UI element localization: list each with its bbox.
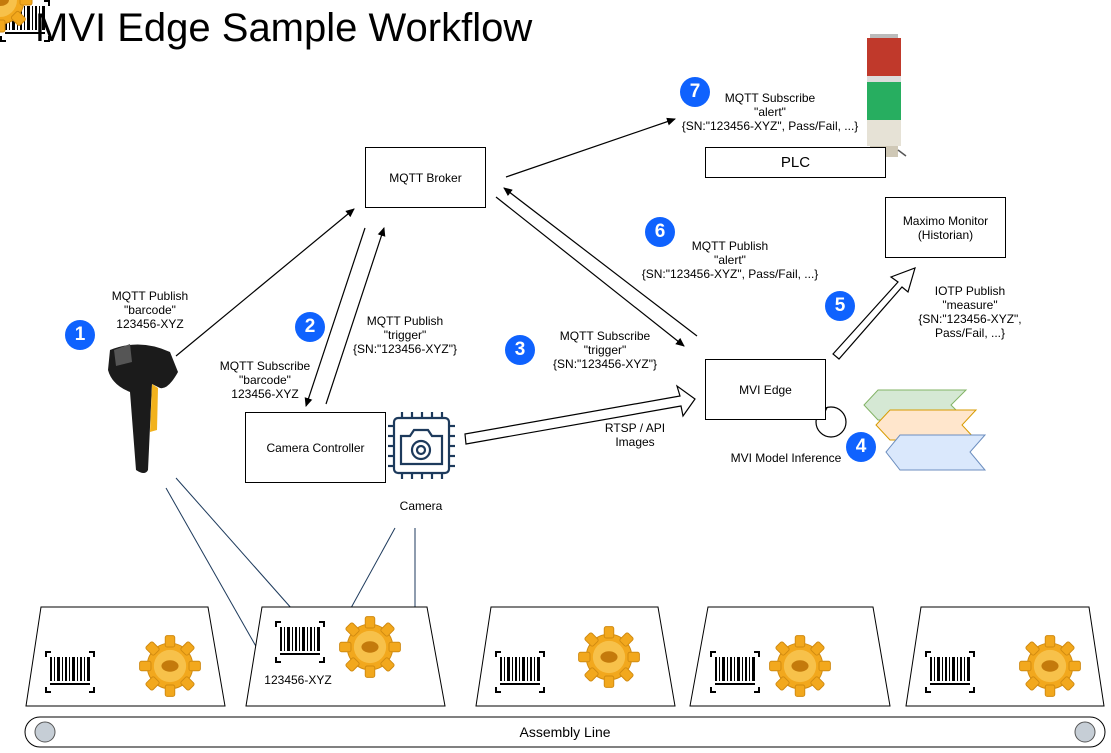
camera-controller-node[interactable]: Camera Controller xyxy=(245,412,386,483)
leader-camera-1 xyxy=(345,527,396,618)
camera-icon xyxy=(388,412,455,479)
gear-icon xyxy=(0,0,33,33)
signal-tower-icon xyxy=(867,34,907,157)
step-badge-3: 3 xyxy=(505,335,535,365)
mvi-edge-node[interactable]: MVI Edge xyxy=(705,359,826,420)
tray-1 xyxy=(25,606,226,707)
label-mvi-model-inference: MVI Model Inference xyxy=(730,451,842,465)
label-camera: Camera xyxy=(399,499,443,513)
roller-icon xyxy=(1074,721,1096,743)
mqtt-broker-node[interactable]: MQTT Broker xyxy=(365,147,486,208)
tray-3 xyxy=(475,606,676,707)
step-badge-2: 2 xyxy=(295,312,325,342)
gear-icon-group xyxy=(0,0,1081,697)
label-assembly-line: Assembly Line xyxy=(519,724,611,740)
step-badge-6: 6 xyxy=(645,217,675,247)
model-stack-icon xyxy=(863,389,987,471)
barcode-scanner-icon xyxy=(108,344,178,473)
label-rtsp-api-images: RTSP / API Images xyxy=(604,421,666,449)
arrow-mvi-to-broker xyxy=(503,187,698,337)
block-arrow-rtsp xyxy=(464,384,696,445)
step-badge-5: 5 xyxy=(825,291,855,321)
leader-scanner-2 xyxy=(165,487,267,665)
tray-5 xyxy=(905,606,1105,707)
plc-node[interactable]: PLC xyxy=(705,147,886,178)
maximo-monitor-node[interactable]: Maximo Monitor (Historian) xyxy=(885,197,1006,258)
label-serial-number: 123456-XYZ xyxy=(264,673,332,687)
conveyor-belt xyxy=(24,716,1106,748)
label-mqtt-subscribe-trigger: MQTT Subscribe "trigger" {SN:"123456-XYZ… xyxy=(553,329,657,371)
label-mqtt-subscribe-alert: MQTT Subscribe "alert" {SN:"123456-XYZ",… xyxy=(681,91,859,133)
label-mqtt-publish-trigger: MQTT Publish "trigger" {SN:"123456-XYZ"} xyxy=(353,314,457,356)
label-iotp-publish-measure: IOTP Publish "measure" {SN:"123456-XYZ",… xyxy=(918,284,1022,340)
step-badge-7: 7 xyxy=(680,77,710,107)
page-title: MVI Edge Sample Workflow xyxy=(35,6,533,50)
step-badge-1: 1 xyxy=(65,320,95,350)
roller-icon xyxy=(34,721,56,743)
arrow-controller-to-broker xyxy=(325,227,386,405)
label-mqtt-publish-alert: MQTT Publish "alert" {SN:"123456-XYZ", P… xyxy=(641,239,819,281)
label-mqtt-subscribe-barcode: MQTT Subscribe "barcode" 123456-XYZ xyxy=(219,359,311,401)
block-arrow-iotp xyxy=(832,267,916,360)
arrow-broker-to-controller xyxy=(304,227,366,407)
arrow-scanner-to-broker xyxy=(175,208,355,357)
label-mqtt-publish-barcode: MQTT Publish "barcode" 123456-XYZ xyxy=(111,289,189,331)
leader-scanner-1 xyxy=(175,477,301,619)
arrow-broker-to-alert xyxy=(505,117,676,178)
step-badge-4: 4 xyxy=(846,432,876,462)
arrow-broker-to-mvi xyxy=(495,196,685,347)
